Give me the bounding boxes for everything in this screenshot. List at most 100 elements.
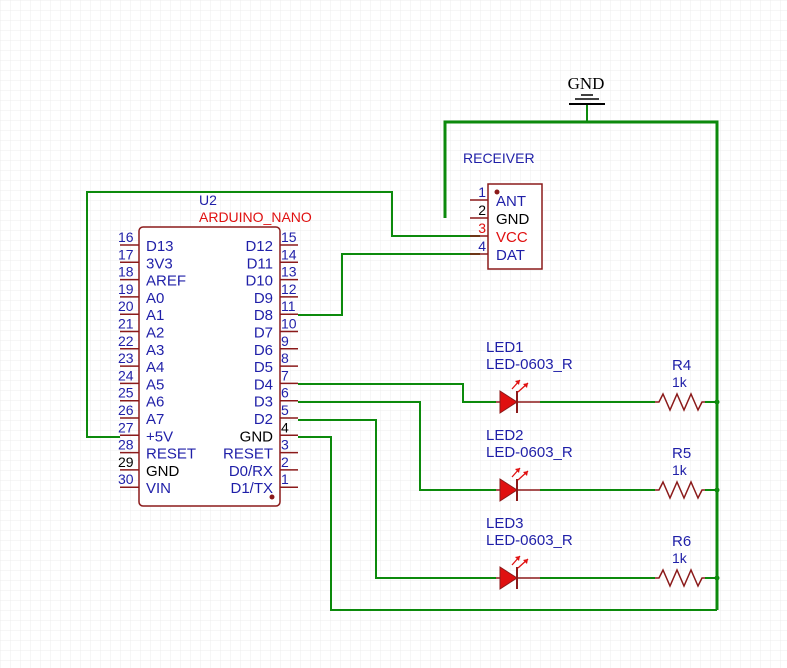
- arduino-pin-2-name: D0/RX: [229, 463, 273, 480]
- wire-gnd-return[interactable]: [298, 436, 717, 611]
- arduino-pin-8-number: 8: [281, 350, 289, 366]
- arduino-pin-7-name: D4: [254, 376, 273, 393]
- led-3-arrowhead-1: [515, 556, 520, 561]
- arduino-pin-4-number: 4: [281, 419, 289, 435]
- arduino-pin-5-number: 5: [281, 402, 289, 418]
- arduino-pin-28-number: 28: [118, 437, 134, 453]
- wires: [86, 104, 719, 611]
- arduino-pin-9-name: D6: [254, 342, 273, 359]
- resistor-4-zigzag: [655, 392, 705, 412]
- resistor-5-value: 1k: [672, 462, 688, 478]
- arduino-pin-19-name: A0: [146, 290, 164, 307]
- arduino-pin-6-name: D3: [254, 394, 273, 411]
- receiver-pin-2-number: 2: [478, 202, 486, 218]
- arduino-pin-2-number: 2: [281, 454, 289, 470]
- resistor-6-value: 1k: [672, 550, 688, 566]
- arduino-pin-18-name: AREF: [146, 273, 186, 290]
- gnd-symbol[interactable]: GND: [568, 74, 605, 105]
- arduino-pin-19-number: 19: [118, 281, 134, 297]
- arduino-pin-11-name: D8: [254, 307, 273, 324]
- arduino-pin-17-number: 17: [118, 246, 134, 262]
- arduino-pin-16-number: 16: [118, 229, 134, 245]
- arduino-pin-6-number: 6: [281, 385, 289, 401]
- junctions: [714, 399, 720, 581]
- arduino-pin-26-number: 26: [118, 402, 134, 418]
- arduino-pin-25-number: 25: [118, 385, 134, 401]
- arduino-pin-14-name: D11: [247, 255, 273, 272]
- arduino-pin-24-name: A5: [146, 376, 164, 393]
- arduino-pin-1-name: D1/TX: [230, 480, 273, 497]
- led-2-ref: LED2: [486, 427, 524, 444]
- resistor-6-zigzag: [655, 568, 705, 588]
- arduino-pin-30-number: 30: [118, 471, 134, 487]
- arduino-pin-7-number: 7: [281, 367, 289, 383]
- led-1-value: LED-0603_R: [486, 356, 573, 373]
- arduino-ref: U2: [199, 192, 217, 208]
- arduino-pin-23-name: A4: [146, 359, 164, 376]
- receiver-pin-3-number: 3: [478, 220, 486, 236]
- resistor-5-ref: R5: [672, 445, 691, 462]
- led-2-triangle: [499, 478, 518, 502]
- arduino-pin-27-number: 27: [118, 419, 134, 435]
- arduino-pin-25-name: A6: [146, 394, 164, 411]
- led-2-arrowhead-2: [523, 471, 528, 476]
- resistor-4-ref: R4: [672, 357, 691, 374]
- arduino-pin-15-number: 15: [281, 229, 297, 245]
- receiver-body: [487, 183, 543, 270]
- wire-d3-led2[interactable]: [298, 401, 496, 491]
- receiver-pin-2-name: GND: [496, 211, 530, 228]
- led-2-arrowhead-1: [515, 468, 520, 473]
- wire-dat-d8[interactable]: [298, 253, 480, 316]
- receiver-pin-1-name: ANT: [496, 193, 526, 210]
- arduino-pin-12-name: D9: [254, 290, 273, 307]
- arduino-pin-10-number: 10: [281, 316, 297, 332]
- junction-r5: [714, 487, 720, 493]
- led-1-ref: LED1: [486, 339, 524, 356]
- receiver-name: RECEIVER: [463, 150, 535, 166]
- arduino-pin-16-name: D13: [146, 238, 174, 255]
- resistor-6-ref: R6: [672, 533, 691, 550]
- led-1-arrowhead-1: [515, 380, 520, 385]
- wire-d4-led1[interactable]: [298, 383, 496, 403]
- wire-gnd-top[interactable]: [443, 120, 719, 610]
- arduino-pin-26-name: A7: [146, 411, 164, 428]
- arduino-value: ARDUINO_NANO: [199, 209, 312, 225]
- wire-5v-vcc[interactable]: [86, 191, 480, 438]
- wire-d2-led3[interactable]: [298, 419, 496, 579]
- arduino-pin-12-number: 12: [281, 281, 297, 297]
- arduino-pin-29-name: GND: [146, 463, 180, 480]
- arduino-pin-9-number: 9: [281, 333, 289, 349]
- arduino-pin-13-number: 13: [281, 264, 297, 280]
- arduino-pin-27-name: +5V: [146, 428, 173, 445]
- led-2-value: LED-0603_R: [486, 444, 573, 461]
- arduino-pin-3-name: RESET: [223, 446, 273, 463]
- arduino-component[interactable]: U2 ARDUINO_NANO 16D13173V318AREF19A020A1…: [118, 192, 312, 507]
- arduino-pin-23-number: 23: [118, 350, 134, 366]
- arduino-pin-21-number: 21: [118, 316, 134, 332]
- receiver-pin-4-number: 4: [478, 238, 486, 254]
- receiver-pin-3-name: VCC: [496, 229, 528, 246]
- arduino-pin-1-number: 1: [281, 471, 289, 487]
- arduino-pin-30-name: VIN: [146, 480, 171, 497]
- led-1-arrowhead-2: [523, 383, 528, 388]
- arduino-pin-22-number: 22: [118, 333, 134, 349]
- arduino-pin-21-name: A2: [146, 325, 164, 342]
- gnd-label: GND: [568, 74, 605, 93]
- arduino-pin-4-name: GND: [240, 428, 274, 445]
- arduino-pin1-dot: [269, 494, 275, 500]
- arduino-pin-28-name: RESET: [146, 446, 196, 463]
- arduino-pin-24-number: 24: [118, 367, 134, 383]
- led-3-ref: LED3: [486, 515, 524, 532]
- arduino-pin-10-name: D7: [254, 325, 273, 342]
- led-3-triangle: [499, 566, 518, 590]
- receiver-pin1-dot: [494, 189, 500, 195]
